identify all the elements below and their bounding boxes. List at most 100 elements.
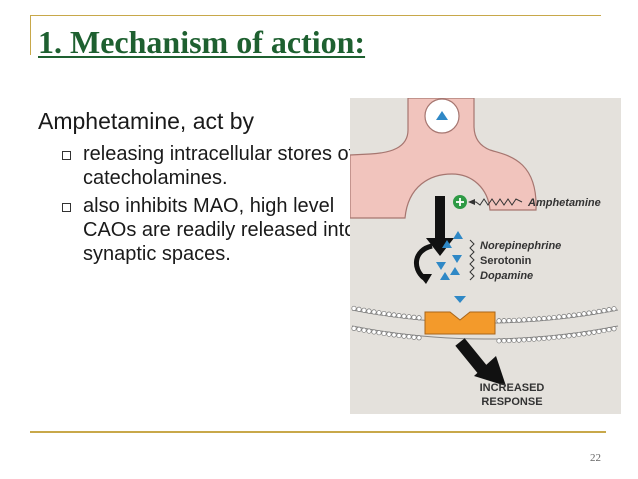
lipid-head-icon [581, 331, 587, 337]
lipid-head-icon [586, 310, 592, 316]
reuptake-arrow-icon [418, 274, 432, 284]
release-arrow-shaft [435, 196, 445, 240]
lipid-head-icon [356, 326, 362, 332]
norepinephrine-label: Norepinephrine [480, 240, 561, 252]
lipid-head-icon [351, 325, 357, 331]
transmitter-triangle-icon [453, 231, 463, 239]
bullet-text: also inhibits MAO, high level CAOs are r… [83, 195, 356, 265]
lipid-head-icon [556, 334, 562, 340]
lipid-head-icon [386, 311, 392, 317]
lipid-head-icon [576, 311, 582, 318]
lipid-head-icon [396, 333, 402, 339]
amphetamine-label: Amphetamine [527, 197, 601, 209]
lipid-head-icon [511, 337, 517, 343]
transmitter-triangle-icon [440, 272, 450, 280]
lipid-head-icon [371, 309, 377, 315]
lipid-head-icon [546, 335, 552, 341]
lipid-head-icon [596, 328, 602, 334]
lipid-head-icon [371, 329, 377, 335]
receptor-icon [424, 311, 496, 335]
lipid-head-icon [611, 306, 617, 312]
lipid-head-icon [391, 312, 397, 318]
transmitter-triangle-icon [442, 240, 452, 248]
squiggle-pointer [470, 198, 523, 206]
slide-title: 1. Mechanism of action: [38, 24, 366, 60]
lipid-head-icon [351, 305, 357, 311]
lipid-head-icon [401, 333, 407, 339]
bullet-list: releasing intracellular stores of catech… [62, 142, 362, 270]
bullet-item: releasing intracellular stores of catech… [62, 142, 362, 190]
bullet-text: releasing intracellular stores of catech… [83, 143, 355, 189]
lipid-head-icon [416, 315, 422, 321]
lipid-head-icon [601, 328, 607, 334]
lipid-head-icon [526, 337, 532, 343]
response-arrow-shaft [455, 338, 491, 378]
lipid-head-icon [516, 317, 522, 323]
transmitter-triangle-icon [454, 296, 466, 303]
vesicle-transmitter-icon [436, 111, 448, 120]
lipid-head-icon [566, 313, 572, 319]
lipid-head-icon [601, 308, 607, 314]
lipid-head-icon [516, 337, 522, 343]
left-rule [30, 15, 31, 55]
lipid-head-icon [561, 333, 567, 339]
lipid-head-icon [391, 332, 397, 338]
lipid-head-icon [551, 334, 557, 341]
response-label-line2: RESPONSE [481, 396, 542, 408]
lipid-head-icon [381, 330, 387, 337]
lipid-head-icon [576, 331, 582, 338]
lipid-head-icon [546, 315, 552, 321]
lipid-head-icon [526, 317, 532, 323]
lipid-head-icon [376, 310, 382, 316]
lipid-head-icon [531, 336, 537, 342]
transmitter-bracket [469, 239, 475, 281]
lipid-head-icon [411, 334, 417, 340]
amphetamine-mechanism-diagram: Amphetamine Norepinephrine Serotonin Dop… [350, 98, 621, 414]
presynaptic-neuron [350, 98, 537, 219]
lipid-head-icon [566, 333, 572, 339]
square-bullet-icon [62, 151, 71, 160]
top-rule [30, 15, 601, 16]
lipid-head-icon [571, 312, 577, 318]
lipid-head-icon [361, 307, 367, 313]
bottom-rule [30, 431, 606, 433]
lipid-head-icon [541, 335, 547, 341]
transmitter-triangle-icon [450, 267, 460, 275]
lipid-head-icon [366, 308, 372, 314]
page-number: 22 [590, 452, 601, 464]
lipid-head-icon [381, 310, 387, 317]
lipid-head-icon [506, 338, 512, 344]
lipid-head-icon [406, 334, 412, 340]
lipid-head-icon [596, 308, 602, 314]
lipid-head-icon [521, 337, 527, 343]
lipid-head-icon [556, 314, 562, 320]
lipid-head-icon [376, 330, 382, 336]
lipid-head-icon [561, 313, 567, 319]
lipid-head-icon [501, 318, 507, 324]
lipid-head-icon [501, 338, 507, 344]
dopamine-label: Dopamine [480, 270, 533, 282]
lipid-head-icon [366, 328, 372, 334]
lipid-head-icon [536, 336, 542, 342]
lipid-head-icon [416, 335, 422, 341]
lipid-head-icon [611, 326, 617, 332]
square-bullet-icon [62, 203, 71, 212]
lipid-head-icon [506, 318, 512, 324]
lipid-head-icon [551, 314, 557, 321]
lipid-head-icon [531, 316, 537, 322]
intro-text: Amphetamine, act by [38, 108, 255, 134]
lipid-head-icon [521, 317, 527, 323]
pointer-arrowhead-icon [468, 199, 475, 205]
lipid-head-icon [586, 330, 592, 336]
lipid-head-icon [606, 327, 612, 333]
response-label-line1: INCREASED [480, 382, 545, 394]
transmitter-triangle-icon [436, 262, 446, 270]
lipid-head-icon [591, 309, 597, 315]
response-arrow-icon [474, 356, 506, 386]
lipid-head-icon [606, 307, 612, 313]
lipid-head-icon [356, 306, 362, 312]
lipid-head-icon [591, 329, 597, 335]
serotonin-label: Serotonin [480, 255, 532, 267]
lipid-head-icon [571, 332, 577, 338]
